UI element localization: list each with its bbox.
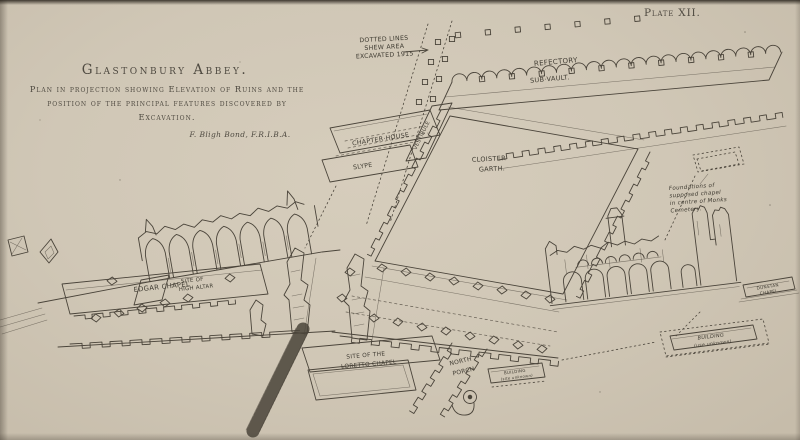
chapter-house-label: CHAPTER·HOUSE	[352, 132, 410, 148]
building-site-label-1: BUILDING	[504, 368, 526, 376]
choir-ruins-arcade	[137, 190, 322, 283]
dunstan-chapel-box	[738, 276, 800, 303]
subtitle: Plan in projection showing Elevation of …	[22, 82, 312, 124]
excavation-dotted-area	[365, 20, 456, 227]
cemetery-note: Foundations of supposed chapel in centre…	[669, 183, 727, 215]
page-edge-shadow-top	[0, 0, 800, 5]
cloister-garth-label-1: CLOISTER	[472, 154, 507, 164]
page-edge-shadow-bottom	[0, 433, 800, 440]
high-altar-marker	[133, 274, 179, 306]
building-use-label-1: BUILDING	[697, 332, 724, 341]
paper-specks	[39, 31, 771, 393]
church-choir	[37, 249, 385, 349]
galilee-ruins	[544, 205, 742, 310]
dunstan-chapel-label-1: DUNSTAN	[756, 282, 779, 290]
cemetery-note-line-2: supposed chapel	[669, 190, 721, 200]
page-edge-shadow-left	[0, 0, 8, 440]
cemetery-note-line-3: in centre of Monks	[670, 197, 727, 207]
dunstan-chapel-label-2: CHAPEL	[759, 288, 778, 296]
excavation-note-line-1: DOTTED LINES	[359, 35, 408, 45]
north-porch-label-1: NORTH	[449, 356, 473, 368]
vestibule	[405, 102, 453, 162]
page-title: Glastonbury Abbey.	[81, 62, 249, 78]
refectory-north-pier-bases	[454, 15, 641, 39]
sub-vault-label: SUB·VAULT.	[530, 73, 570, 84]
subtitle-line-3: Excavation.	[138, 112, 196, 122]
excavation-note-arrow	[403, 47, 429, 54]
plate-number: Plate XII.	[644, 7, 701, 19]
supposed-chapel-foundations	[663, 146, 745, 243]
excavation-note-line-3: EXCAVATED 1915	[356, 50, 414, 60]
north-porch-label-2: PORCH	[452, 366, 475, 378]
page-edge-shadow-right	[795, 0, 800, 440]
church-nave	[331, 295, 559, 367]
refectory-label: REFECTORY	[534, 56, 579, 68]
high-altar-label-1: SITE OF	[181, 277, 204, 285]
north-porch	[409, 342, 488, 418]
building-site-unknown-box	[487, 362, 547, 388]
subtitle-line-1: Plan in projection showing Elevation of …	[29, 84, 305, 94]
building-site-label-2: (site unknown)	[500, 373, 533, 382]
building-use-label-2: (use unknown)	[694, 339, 732, 350]
loretto-label-1: SITE OF THE	[346, 351, 385, 360]
high-altar-label-2: HIGH ALTAR	[179, 283, 214, 293]
edgar-chapel	[61, 263, 269, 320]
cemetery-note-line-1: Foundations of	[669, 183, 716, 192]
building-use-unknown-box	[561, 311, 771, 361]
slype-label: SLYPE	[353, 162, 373, 172]
east-end-fragments	[0, 235, 59, 335]
loretto-chapel-site	[245, 322, 441, 438]
loretto-label-2: LORETTO CHAPEL	[341, 360, 397, 371]
cloister-garth	[364, 106, 651, 313]
excavation-note: DOTTED LINES SHEW AREA EXCAVATED 1915	[356, 35, 414, 61]
cloister-garth-label-2: GARTH.	[479, 164, 506, 173]
slype	[304, 140, 421, 249]
south-range-wall	[497, 112, 787, 170]
excavation-note-line-2: SHEW AREA	[364, 43, 405, 52]
refectory-outline	[438, 15, 783, 111]
author-attribution: F. Bligh Bond, F.R.I.B.A.	[189, 130, 291, 139]
cemetery-note-line-4: Cemetery.	[670, 206, 702, 214]
crossing-ruin-piers	[249, 247, 371, 341]
subtitle-line-2: position of the principal features disco…	[47, 98, 287, 108]
